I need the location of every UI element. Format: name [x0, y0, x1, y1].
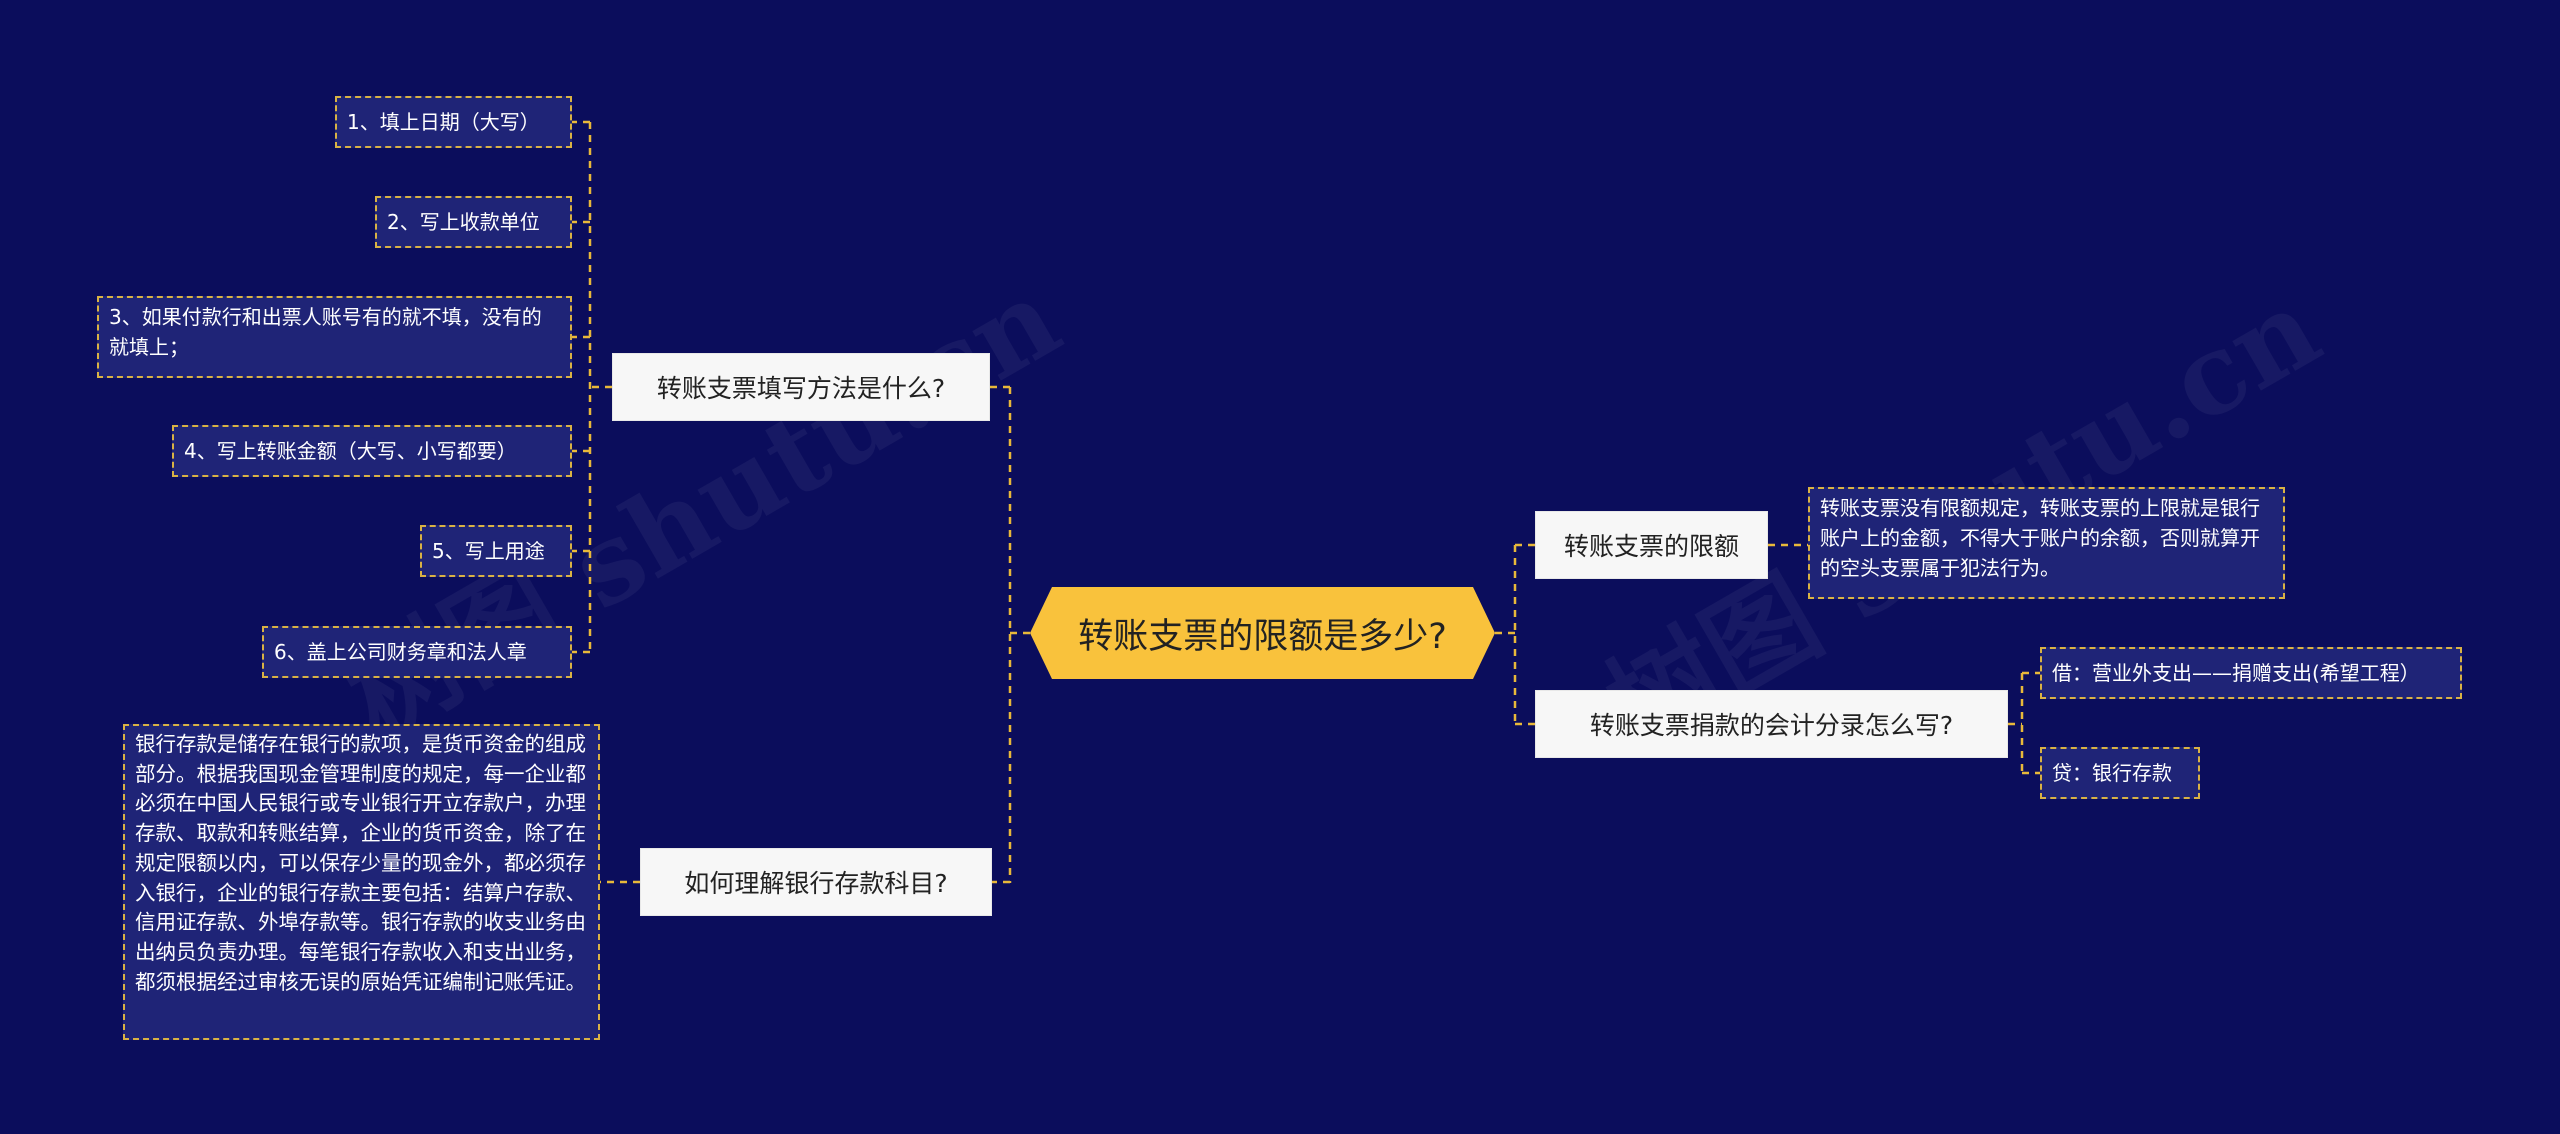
leaf-fill-step-5-text: 5、写上用途	[432, 539, 545, 563]
branch-limit[interactable]: 转账支票的限额	[1535, 511, 1768, 579]
branch-limit-label: 转账支票的限额	[1563, 532, 1739, 561]
root-topic[interactable]: 转账支票的限额是多少?	[1030, 587, 1495, 679]
branch-fill-method[interactable]: 转账支票填写方法是什么?	[612, 353, 990, 421]
leaf-fill-step-2[interactable]: 2、写上收款单位	[375, 196, 572, 248]
leaf-fill-step-3[interactable]: 3、如果付款行和出票人账号有的就不填，没有的就填上；	[97, 296, 572, 378]
leaf-fill-step-2-text: 2、写上收款单位	[387, 210, 540, 234]
entry-debit-text: 借：营业外支出——捐赠支出(希望工程）	[2052, 661, 2420, 685]
branch-bank-deposit[interactable]: 如何理解银行存款科目?	[640, 848, 992, 916]
leaf-fill-step-1-text: 1、填上日期（大写）	[347, 110, 540, 134]
branch-donation-entry-label: 转账支票捐款的会计分录怎么写?	[1589, 711, 1954, 740]
entry-credit[interactable]: 贷：银行存款	[2040, 747, 2200, 799]
branch-fill-method-label: 转账支票填写方法是什么?	[656, 374, 946, 403]
root-topic-label: 转账支票的限额是多少?	[1078, 616, 1447, 657]
bank-deposit-detail[interactable]: 银行存款是储存在银行的款项，是货币资金的组成部分。根据我国现金管理制度的规定，每…	[123, 724, 600, 1040]
leaf-fill-step-3-text: 3、如果付款行和出票人账号有的就不填，没有的就填上；	[109, 305, 542, 359]
leaf-fill-step-6[interactable]: 6、盖上公司财务章和法人章	[262, 626, 572, 678]
branch-bank-deposit-label: 如何理解银行存款科目?	[684, 869, 948, 898]
limit-detail-text: 转账支票没有限额规定，转账支票的上限就是银行账户上的金额，不得大于账户的余额，否…	[1820, 496, 2260, 580]
leaf-fill-step-6-text: 6、盖上公司财务章和法人章	[274, 640, 527, 664]
entry-credit-text: 贷：银行存款	[2052, 761, 2172, 785]
leaf-fill-step-5[interactable]: 5、写上用途	[420, 525, 572, 577]
leaf-fill-step-4-text: 4、写上转账金额（大写、小写都要）	[184, 439, 517, 463]
limit-detail[interactable]: 转账支票没有限额规定，转账支票的上限就是银行账户上的金额，不得大于账户的余额，否…	[1808, 487, 2285, 599]
branch-donation-entry[interactable]: 转账支票捐款的会计分录怎么写?	[1535, 690, 2008, 758]
bank-deposit-detail-text: 银行存款是储存在银行的款项，是货币资金的组成部分。根据我国现金管理制度的规定，每…	[135, 732, 586, 994]
entry-debit[interactable]: 借：营业外支出——捐赠支出(希望工程）	[2040, 647, 2462, 699]
leaf-fill-step-1[interactable]: 1、填上日期（大写）	[335, 96, 572, 148]
leaf-fill-step-4[interactable]: 4、写上转账金额（大写、小写都要）	[172, 425, 572, 477]
